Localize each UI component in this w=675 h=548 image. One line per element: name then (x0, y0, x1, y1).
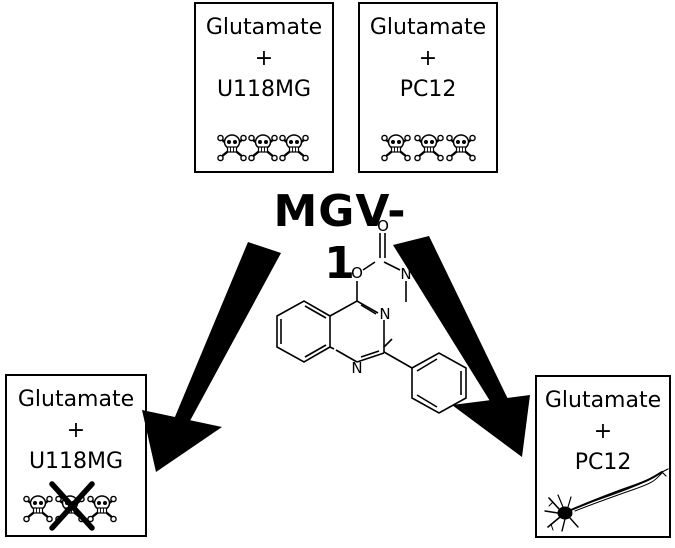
skull-crossbones-icon (216, 133, 248, 162)
atom-label-nitrogen-amine: N (400, 265, 411, 283)
atom-label-oxygen-ester: O (351, 264, 363, 282)
box-label-plus: + (66, 418, 86, 443)
skull-crossbones-icon (86, 494, 118, 523)
skull-crossbones-icon (445, 133, 477, 162)
box-label-cell-line: PC12 (399, 77, 457, 102)
compound-title: MGV-1 (273, 186, 407, 289)
atom-label-nitrogen-ring-3: N (379, 305, 390, 323)
atom-label-nitrogen-ring-1: N (351, 359, 362, 377)
box-label-line1: Glutamate (369, 15, 487, 40)
chemical-structure (276, 233, 467, 414)
box-label-line1: Glutamate (17, 387, 135, 412)
neuron-icon (544, 468, 669, 532)
box-label-line1: Glutamate (205, 15, 323, 40)
box-label-cell-line: PC12 (574, 450, 632, 475)
box-label-line1: Glutamate (544, 388, 662, 413)
skull-crossbones-icon (22, 494, 54, 523)
bottom-left-box: Glutamate + U118MG (5, 374, 147, 537)
bottom-right-box: Glutamate + PC12 (535, 375, 671, 538)
skull-crossbones-icon (413, 133, 445, 162)
atom-label-oxygen-carbonyl: O (377, 217, 389, 235)
skull-crossbones-icon (380, 133, 412, 162)
skull-crossbones-icon (247, 133, 279, 162)
box-label-plus: + (593, 419, 613, 444)
box-label-cell-line: U118MG (216, 77, 312, 102)
box-label-plus: + (418, 46, 438, 71)
box-label-cell-line: U118MG (28, 449, 124, 474)
cross-mark-icon (49, 481, 95, 531)
box-label-plus: + (254, 46, 274, 71)
skull-crossbones-icon (278, 133, 310, 162)
arrow-icon (142, 236, 530, 472)
